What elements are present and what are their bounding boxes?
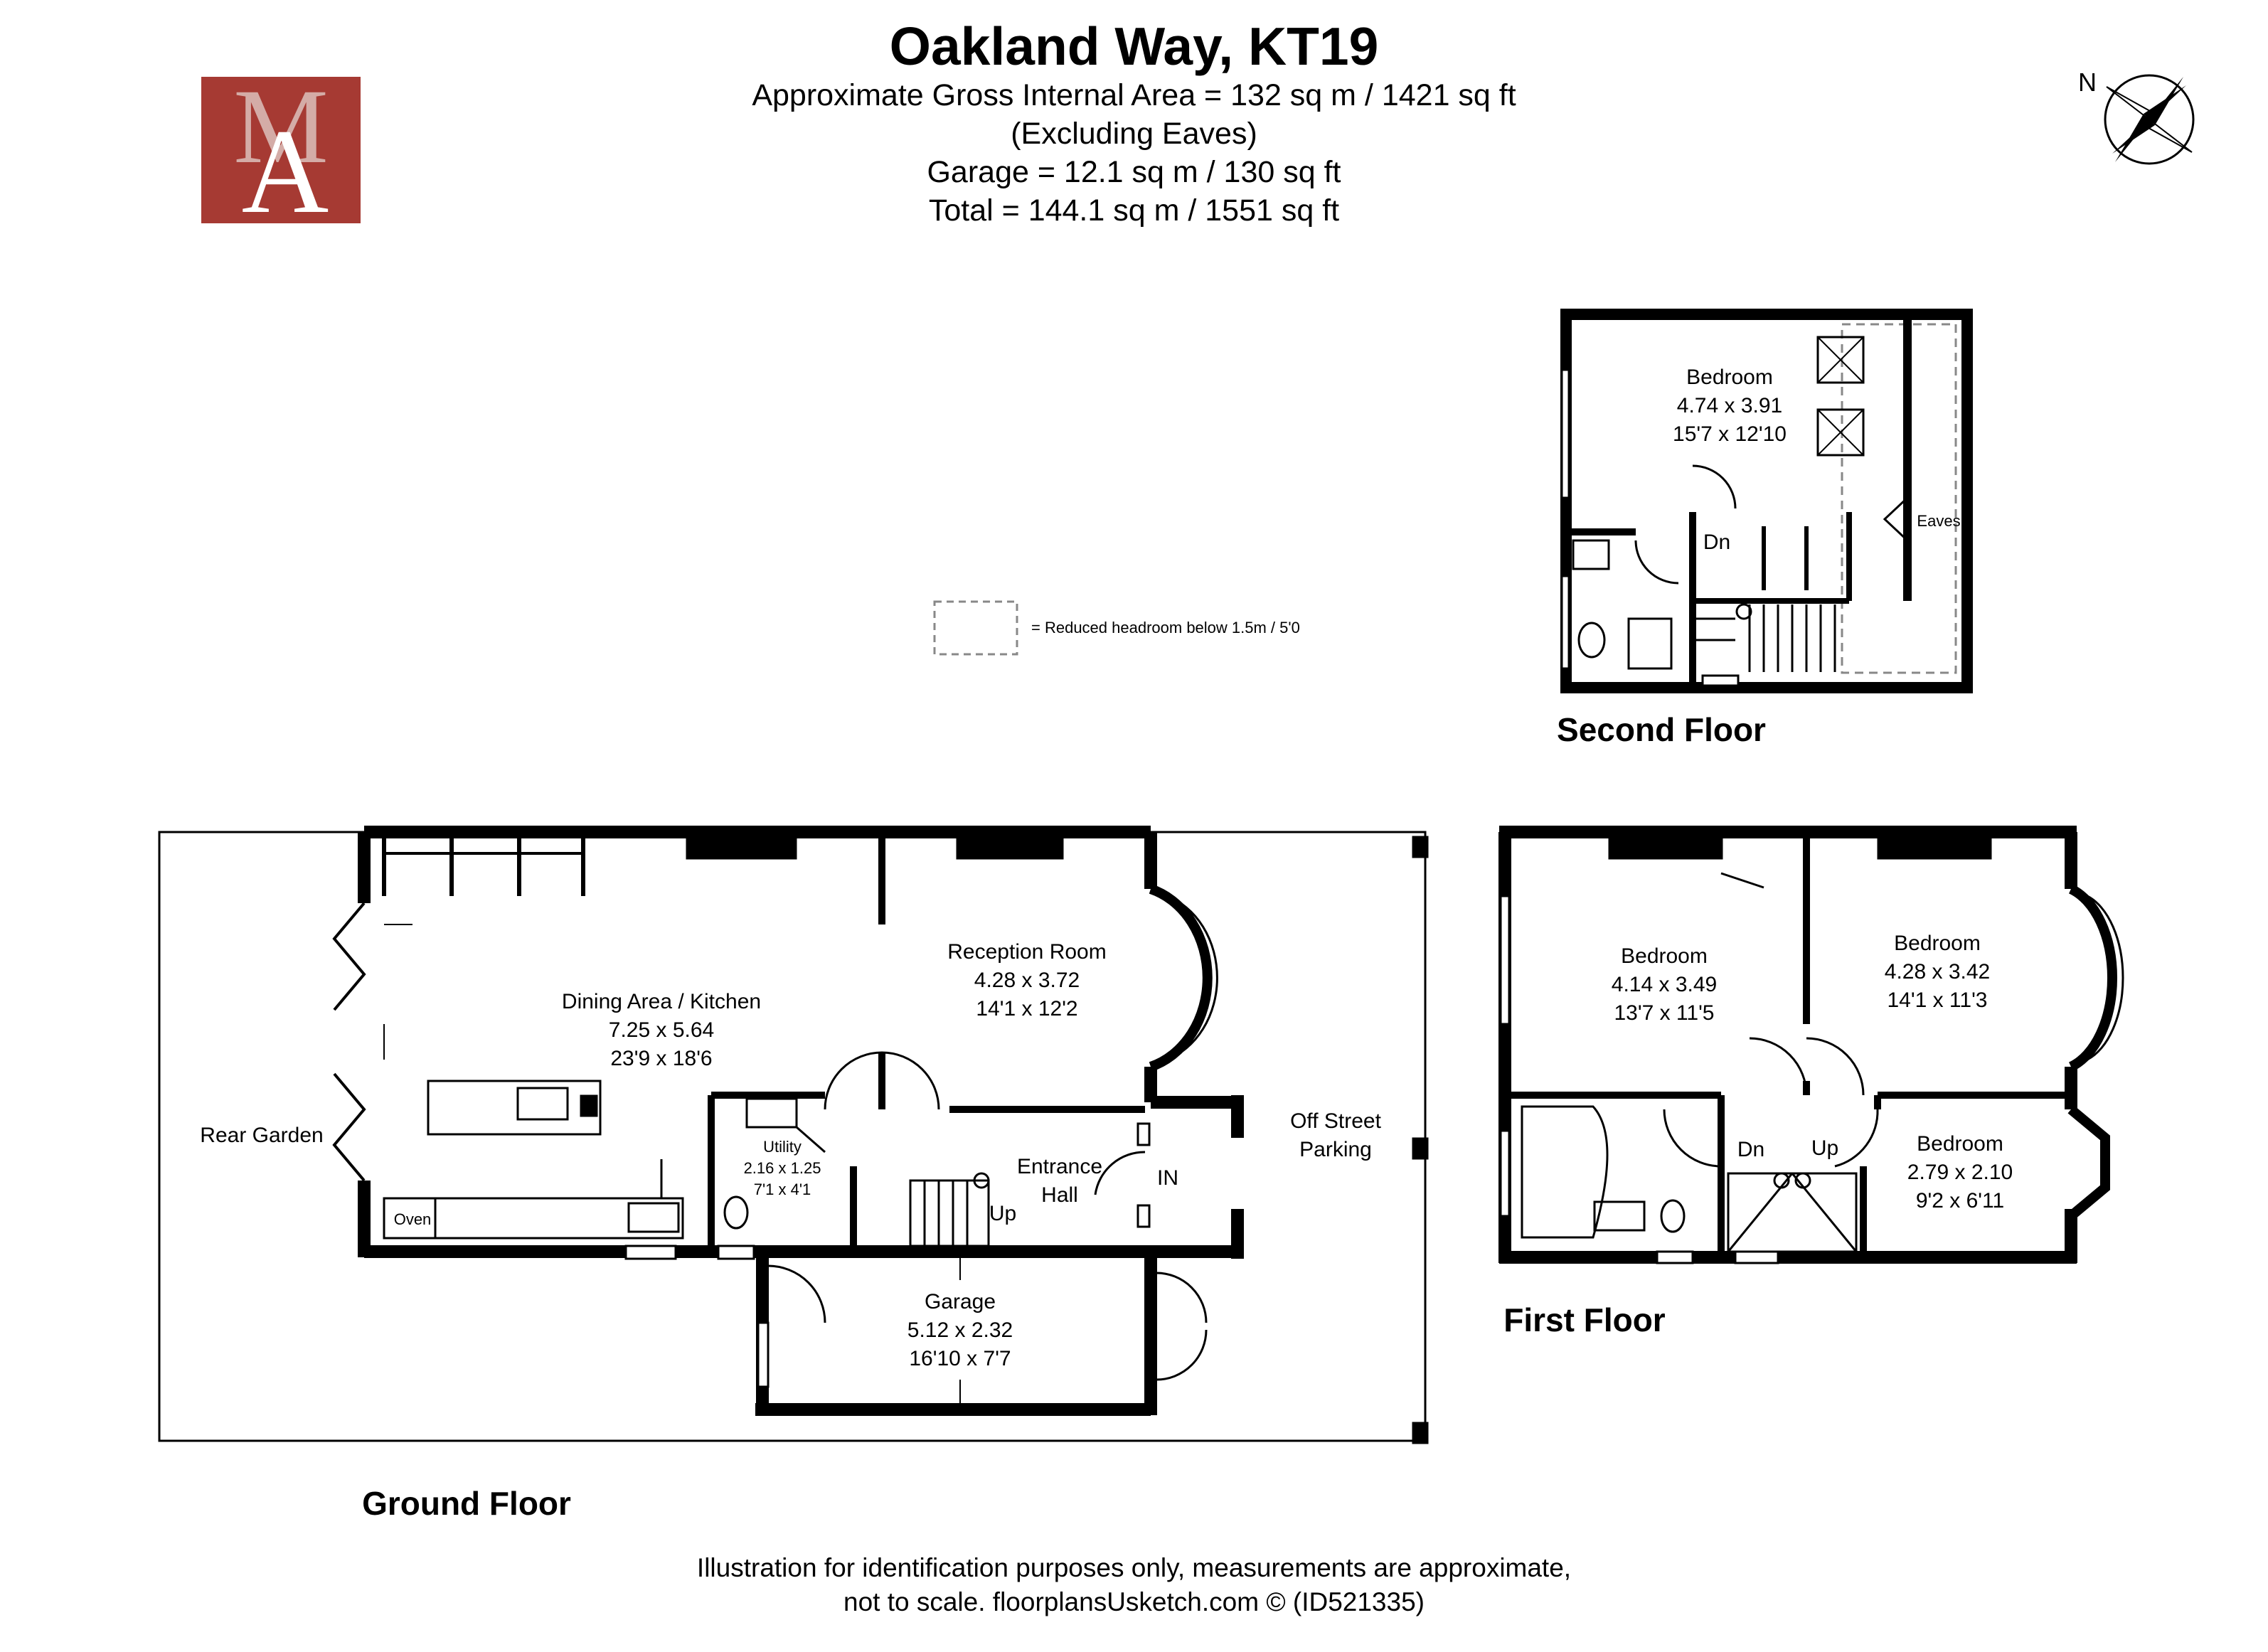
ff-bedroom1-name: Bedroom	[1621, 944, 1708, 968]
utility-name: Utility	[763, 1138, 802, 1156]
ff-bedroom2-metric: 4.28 x 3.42	[1885, 960, 1990, 984]
ground-floor-title: Ground Floor	[362, 1485, 571, 1522]
first-floor-title: First Floor	[1503, 1301, 1666, 1338]
svg-text:M: M	[233, 77, 328, 186]
disclaimer-line2: not to scale. floorplansUsketch.com © (I…	[843, 1587, 1425, 1616]
reception-name: Reception Room	[947, 940, 1106, 964]
garage-metric: 5.12 x 2.32	[907, 1318, 1013, 1342]
rear-garden-label: Rear Garden	[200, 1124, 323, 1147]
ff-up-label: Up	[1811, 1136, 1838, 1160]
compass-north-label: N	[2078, 68, 2097, 97]
reception-metric: 4.28 x 3.72	[974, 969, 1080, 992]
plan-title: Oakland Way, KT19	[889, 16, 1379, 76]
second-floor-plan	[1560, 309, 1973, 693]
entrance-line2: Hall	[1041, 1183, 1078, 1207]
ff-bedroom3-metric: 2.79 x 2.10	[1907, 1161, 2013, 1184]
sf-dn-label: Dn	[1703, 531, 1730, 554]
compass-rose-icon: N	[2078, 68, 2195, 165]
garage-imperial: 16'10 x 7'7	[909, 1347, 1011, 1370]
ff-dn-label: Dn	[1737, 1138, 1764, 1161]
dining-imperial: 23'9 x 18'6	[610, 1047, 712, 1070]
sf-bedroom-name: Bedroom	[1686, 366, 1773, 389]
parking-line1: Off Street	[1290, 1109, 1382, 1133]
oven-label: Oven	[394, 1210, 432, 1228]
gross-area-text: Approximate Gross Internal Area = 132 sq…	[752, 78, 1516, 112]
gf-in-label: IN	[1157, 1166, 1178, 1190]
second-floor-title: Second Floor	[1557, 711, 1766, 748]
total-area-text: Total = 144.1 sq m / 1551 sq ft	[928, 193, 1340, 228]
legend-text: = Reduced headroom below 1.5m / 5'0	[1031, 619, 1300, 636]
ff-bedroom2-name: Bedroom	[1894, 932, 1981, 955]
legend-dashed-box	[933, 600, 1018, 656]
sf-bedroom-imperial: 15'7 x 12'10	[1673, 422, 1787, 446]
excluding-eaves-text: (Excluding Eaves)	[1011, 117, 1257, 151]
ground-floor-plan	[158, 826, 1429, 1444]
ff-bedroom3-imperial: 9'2 x 6'11	[1916, 1189, 2004, 1213]
garage-area-text: Garage = 12.1 sq m / 130 sq ft	[927, 155, 1341, 189]
sf-bedroom-metric: 4.74 x 3.91	[1677, 394, 1782, 417]
dining-name: Dining Area / Kitchen	[562, 990, 761, 1013]
ff-bedroom2-imperial: 14'1 x 11'3	[1887, 988, 1987, 1012]
ff-bedroom1-metric: 4.14 x 3.49	[1612, 973, 1717, 996]
utility-metric: 2.16 x 1.25	[744, 1159, 821, 1177]
dining-metric: 7.25 x 5.64	[609, 1018, 714, 1042]
garage-name: Garage	[925, 1290, 996, 1313]
svg-text:A: A	[242, 105, 329, 223]
gf-up-label: Up	[989, 1202, 1016, 1225]
parking-line2: Parking	[1299, 1138, 1372, 1161]
utility-imperial: 7'1 x 4'1	[754, 1181, 811, 1198]
ff-bedroom3-name: Bedroom	[1917, 1132, 2003, 1156]
entrance-line1: Entrance	[1017, 1155, 1102, 1178]
agent-logo: M A	[201, 77, 361, 223]
sf-eaves-label: Eaves	[1917, 512, 1960, 530]
reception-imperial: 14'1 x 12'2	[976, 997, 1077, 1020]
disclaimer-line1: Illustration for identification purposes…	[696, 1553, 1572, 1582]
ff-bedroom1-imperial: 13'7 x 11'5	[1614, 1001, 1714, 1025]
first-floor-plan	[1498, 826, 2124, 1264]
